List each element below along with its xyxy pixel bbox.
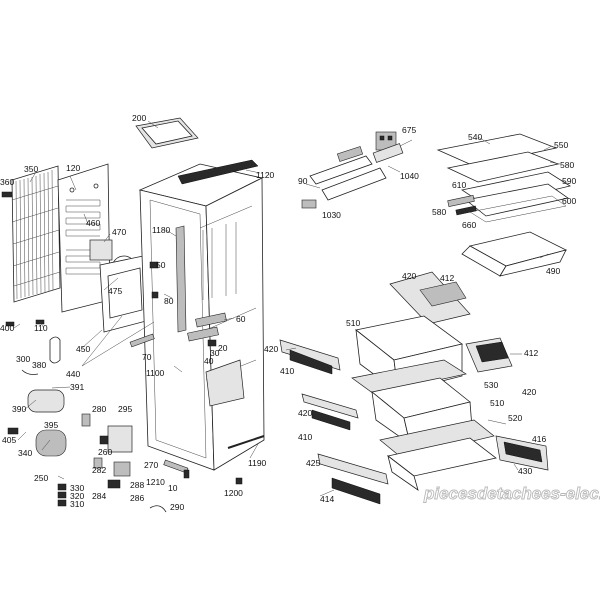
part-label: 490	[546, 266, 560, 276]
part-label: 580	[432, 207, 446, 217]
part-label: 295	[118, 404, 132, 414]
part-label: 40	[204, 356, 214, 366]
part-label: 1180	[152, 225, 171, 235]
part-label: 80	[164, 296, 174, 306]
part-label: 580	[560, 160, 574, 170]
part-label: 300	[16, 354, 30, 364]
part-label: 260	[98, 447, 112, 457]
cabinet-top-cover	[135, 117, 199, 149]
part-label: 520	[508, 413, 522, 423]
fan-assembly	[89, 239, 151, 333]
part-label: 90	[298, 176, 308, 186]
part-label: 290	[170, 502, 184, 512]
part-label: 1200	[224, 488, 243, 498]
part-label: 286	[130, 493, 144, 503]
part-label: 250	[34, 473, 48, 483]
part-label: 200	[132, 113, 146, 123]
part-label: 330	[70, 483, 84, 493]
part-label: 600	[562, 196, 576, 206]
part-label: 430	[518, 466, 532, 476]
part-label: 410	[298, 432, 312, 442]
part-label: 310	[70, 499, 84, 509]
part-label: 530	[484, 380, 498, 390]
glass-shelves	[436, 133, 572, 277]
part-label: 420	[522, 387, 536, 397]
leader-lines	[13, 120, 561, 497]
part-label: 20	[218, 343, 228, 353]
part-label: 450	[76, 344, 90, 354]
part-label: 360	[0, 177, 14, 187]
drawers-and-rails	[279, 271, 549, 505]
part-label: 420	[298, 408, 312, 418]
part-label: 340	[18, 448, 32, 458]
part-label: 414	[320, 494, 334, 504]
part-label: 510	[490, 398, 504, 408]
watermark-text: piecesdetachees-elec.com	[423, 484, 600, 503]
part-label: 395	[44, 420, 58, 430]
part-label: 270	[144, 460, 158, 470]
part-label: 1190	[248, 458, 267, 468]
part-label: 470	[112, 227, 126, 237]
control-panel-parts	[301, 131, 404, 209]
part-label: 380	[32, 360, 46, 370]
part-label: 1030	[322, 210, 341, 220]
part-label: 288	[130, 480, 144, 490]
part-label: 390	[12, 404, 26, 414]
part-label: 50	[156, 260, 166, 270]
condenser-grille	[11, 165, 61, 303]
part-label: 440	[66, 369, 80, 379]
small-parts-left	[1, 191, 190, 513]
part-label: 1100	[146, 368, 165, 378]
part-label: 590	[562, 176, 576, 186]
rear-panel-evaporator	[57, 163, 111, 313]
part-label: 1040	[400, 171, 419, 181]
part-label: 610	[452, 180, 466, 190]
part-label: 412	[524, 348, 538, 358]
cabinet-body	[129, 159, 265, 485]
part-label: 475	[108, 286, 122, 296]
part-label: 420	[264, 344, 278, 354]
part-label: 540	[468, 132, 482, 142]
part-label: 391	[70, 382, 84, 392]
part-label: 30	[210, 348, 220, 358]
part-label: 460	[86, 218, 100, 228]
part-label: 280	[92, 404, 106, 414]
part-label: 110	[34, 323, 48, 333]
part-label: 410	[280, 366, 294, 376]
part-label: 660	[462, 220, 476, 230]
part-label: 1120	[256, 170, 275, 180]
part-label: 420	[402, 271, 416, 281]
part-label: 10	[168, 483, 178, 493]
part-label: 70	[142, 352, 152, 362]
part-label: 405	[2, 435, 16, 445]
part-label: 350	[24, 164, 38, 174]
part-label: 1210	[146, 477, 165, 487]
part-label: 416	[532, 434, 546, 444]
part-label: 284	[92, 491, 106, 501]
part-label: 60	[236, 314, 246, 324]
part-label: 425	[306, 458, 320, 468]
part-label: 550	[554, 140, 568, 150]
part-label: 400	[0, 323, 14, 333]
part-label: 412	[440, 273, 454, 283]
part-label: 282	[92, 465, 106, 475]
part-label: 675	[402, 125, 416, 135]
part-label: 320	[70, 491, 84, 501]
part-label: 510	[346, 318, 360, 328]
part-labels: 200 120 350 360 460 470 475 400 110 450 …	[0, 113, 576, 512]
part-label: 120	[66, 163, 80, 173]
